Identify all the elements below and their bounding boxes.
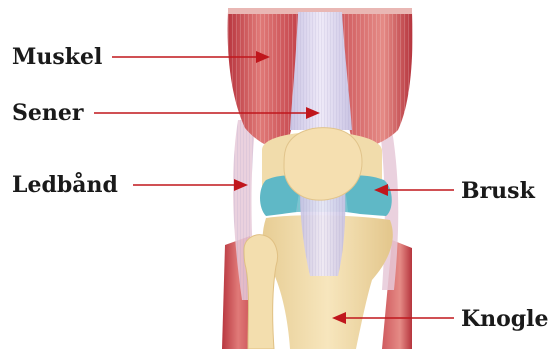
label-muskel: Muskel xyxy=(12,46,102,68)
fibula xyxy=(244,235,278,349)
label-ledbaand: Ledbånd xyxy=(12,174,118,196)
label-sener: Sener xyxy=(12,102,83,124)
label-knogle: Knogle xyxy=(461,308,549,330)
kneecap xyxy=(284,128,362,201)
label-brusk: Brusk xyxy=(461,180,535,202)
